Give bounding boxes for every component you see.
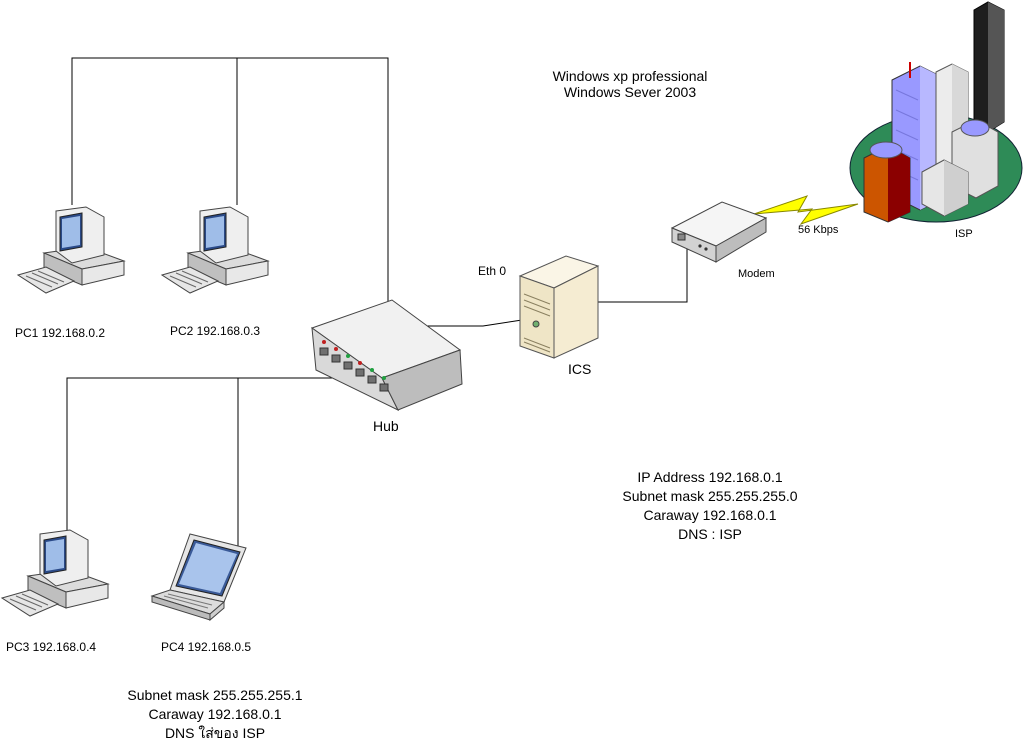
laptop-icon — [150, 533, 247, 622]
lightning-icon — [753, 195, 859, 226]
hub-icon — [310, 299, 463, 412]
wire-hub-pc3 — [66, 377, 345, 532]
wire-pc1-hub — [71, 57, 389, 310]
wire-ics-modem — [596, 248, 688, 303]
isp-label: ISP — [955, 228, 973, 240]
ics-config-line: IP Address 192.168.0.1 — [637, 469, 783, 485]
ics-config-line: DNS : ISP — [678, 526, 742, 542]
ics-config-line: Subnet mask 255.255.255.0 — [622, 488, 798, 504]
desktop-pc-icon — [160, 206, 270, 294]
link-speed-label: 56 Kbps — [798, 224, 839, 236]
desktop-pc-icon — [16, 206, 126, 294]
os-note-line: Windows Sever 2003 — [563, 84, 697, 100]
ics-label: ICS — [568, 361, 592, 377]
client-config-line: Subnet mask 255.255.255.1 — [127, 687, 303, 703]
os-note-line: Windows xp professional — [552, 68, 708, 84]
client-config-line: Caraway 192.168.0.1 — [148, 706, 282, 722]
server-icon — [518, 255, 600, 359]
desktop-pc-icon — [0, 529, 110, 617]
hub-label: Hub — [373, 418, 399, 434]
ics-config-line: Caraway 192.168.0.1 — [643, 507, 777, 523]
isp-city-icon — [849, 1, 1023, 223]
eth0-label: Eth 0 — [478, 264, 507, 278]
pc4-label: PC4 192.168.0.5 — [161, 640, 252, 654]
ics-config-block: IP Address 192.168.0.1 Subnet mask 255.2… — [595, 468, 825, 544]
modem-icon — [670, 201, 768, 263]
client-config-block: Subnet mask 255.255.255.1 Caraway 192.16… — [100, 686, 330, 743]
client-config-line: DNS ใส่ของ ISP — [164, 725, 266, 741]
os-note: Windows xp professional Windows Sever 20… — [530, 68, 730, 100]
pc3-label: PC3 192.168.0.4 — [6, 640, 97, 654]
pc2-label: PC2 192.168.0.3 — [170, 324, 261, 338]
pc1-label: PC1 192.168.0.2 — [15, 326, 106, 340]
modem-label: Modem — [738, 268, 775, 280]
